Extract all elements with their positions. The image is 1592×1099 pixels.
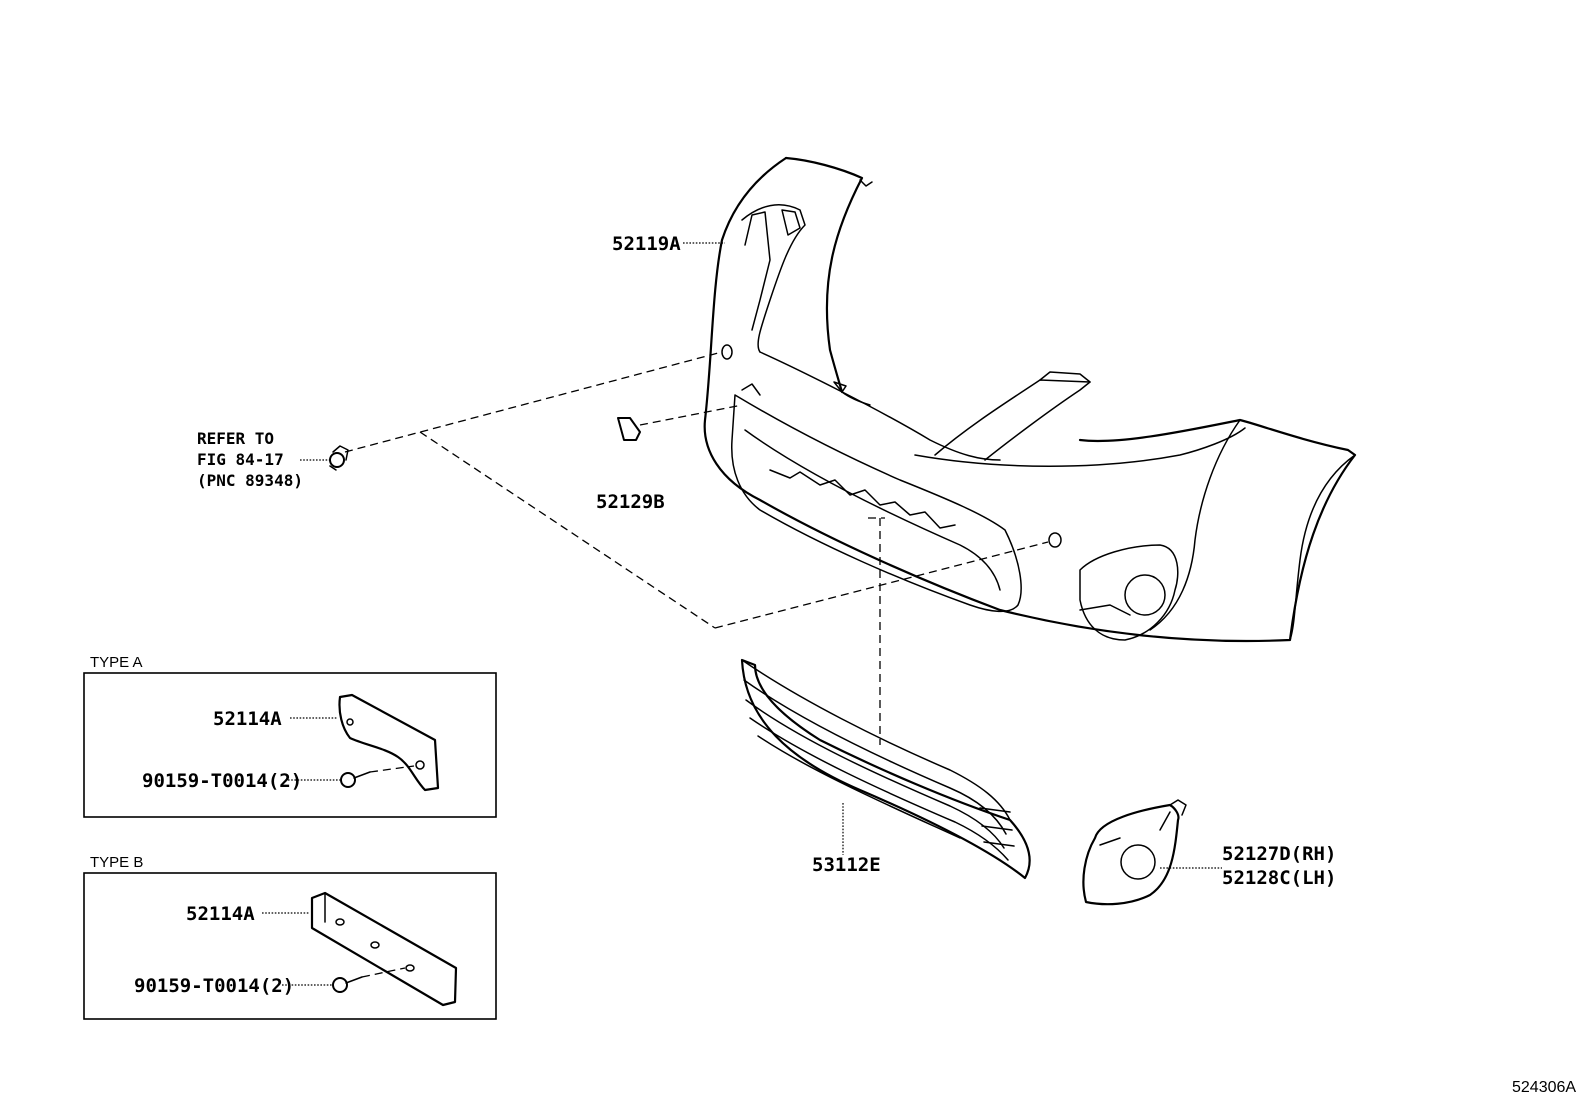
- type-a-bracket-label: 52114A: [213, 708, 282, 730]
- type-b-screw-label: 90159-T0014(2): [134, 975, 294, 997]
- part-label-fog-cover-lh: 52128C(LH): [1222, 867, 1336, 889]
- type-a-bracket-drawing: [338, 693, 440, 792]
- part-label-fog-cover-rh: 52127D(RH): [1222, 843, 1336, 865]
- bumper-cover-drawing: [703, 156, 1357, 643]
- refer-note-line1: REFER TO: [197, 429, 274, 448]
- figure-id: 524306A: [1512, 1079, 1576, 1096]
- type-a-box: [83, 672, 497, 818]
- grille-drawing: [740, 658, 1031, 880]
- part-label-cap: 52129B: [596, 491, 665, 513]
- type-b-bracket-drawing: [310, 891, 458, 1007]
- refer-note-line3: (PNC 89348): [197, 471, 303, 490]
- type-b-title: TYPE B: [90, 854, 143, 871]
- clip-drawing: [329, 445, 349, 471]
- type-a-screw-icon: [340, 771, 371, 788]
- refer-note-line2: FIG 84-17: [197, 450, 284, 469]
- type-a-screw-label: 90159-T0014(2): [142, 770, 302, 792]
- part-label-grille: 53112E: [812, 854, 881, 876]
- type-a-title: TYPE A: [90, 654, 143, 671]
- part-label-cover: 52119A: [612, 233, 681, 255]
- cap-drawing: [617, 417, 641, 441]
- type-b-box: [83, 872, 497, 1020]
- type-b-screw-icon: [332, 976, 363, 993]
- fog-cover-drawing: [1082, 799, 1187, 906]
- type-b-bracket-label: 52114A: [186, 903, 255, 925]
